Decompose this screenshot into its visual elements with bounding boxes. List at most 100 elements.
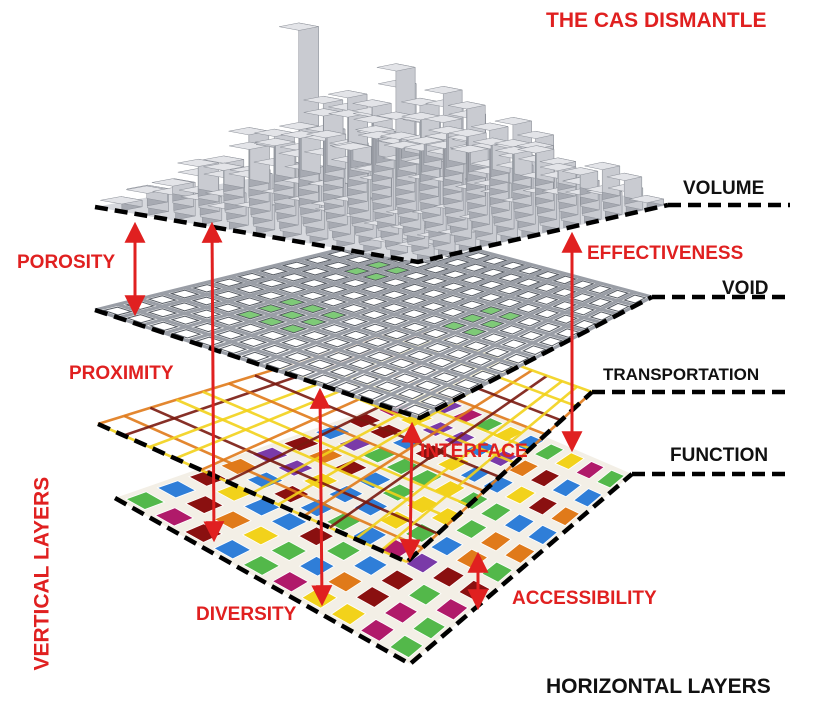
void-cell bbox=[428, 357, 455, 368]
void-cell bbox=[401, 322, 429, 332]
void-green-cell bbox=[257, 317, 286, 327]
void-cell bbox=[281, 337, 310, 348]
function-block bbox=[271, 571, 310, 593]
layer-label-transportation: TRANSPORTATION bbox=[603, 365, 760, 384]
void-grid-line bbox=[280, 267, 549, 374]
void-cell bbox=[466, 355, 493, 366]
void-grid-line bbox=[349, 281, 601, 397]
function-block bbox=[154, 507, 195, 527]
plane-edge bbox=[97, 390, 594, 565]
void-cell bbox=[499, 325, 525, 335]
void-cell bbox=[533, 283, 559, 292]
function-block bbox=[241, 525, 280, 546]
void-cell bbox=[461, 263, 488, 272]
void-cell bbox=[421, 277, 448, 286]
void-cell bbox=[264, 359, 293, 370]
void-cell bbox=[169, 302, 200, 312]
function-block bbox=[407, 583, 442, 606]
void-cell bbox=[259, 267, 289, 276]
void-cell bbox=[310, 374, 339, 385]
function-block bbox=[327, 571, 363, 593]
void-grid-line bbox=[319, 252, 587, 334]
void-cell bbox=[298, 291, 328, 301]
function-block bbox=[359, 618, 396, 642]
function-block bbox=[481, 475, 515, 494]
building-roof bbox=[450, 144, 489, 153]
void-cell bbox=[481, 333, 507, 343]
void-cell bbox=[357, 389, 385, 400]
void-cell bbox=[325, 352, 354, 362]
void-cell bbox=[424, 342, 452, 353]
building-roof bbox=[352, 99, 392, 108]
void-cell bbox=[454, 379, 481, 390]
void-cell bbox=[236, 272, 267, 282]
function-block bbox=[573, 488, 603, 508]
function-block bbox=[251, 446, 290, 464]
function-block bbox=[246, 471, 285, 490]
void-cell bbox=[326, 250, 355, 259]
layer-label-function: FUNCTION bbox=[670, 445, 769, 466]
void-green-cell bbox=[479, 319, 505, 329]
function-block bbox=[596, 469, 626, 489]
layer-label-volume: VOLUME bbox=[683, 178, 765, 199]
void-cell bbox=[439, 294, 466, 304]
void-cell bbox=[218, 344, 248, 354]
void-grid-line bbox=[396, 290, 636, 412]
void-green-cell bbox=[256, 304, 286, 313]
void-cell bbox=[147, 308, 178, 318]
void-cell bbox=[504, 353, 530, 364]
building-roof bbox=[254, 138, 295, 147]
function-block bbox=[270, 512, 308, 532]
building-roof bbox=[376, 63, 416, 72]
void-grid-line bbox=[274, 263, 554, 351]
void-cell bbox=[360, 310, 388, 320]
void-green-cell bbox=[497, 311, 523, 321]
void-cell bbox=[380, 303, 408, 313]
void-cell bbox=[366, 351, 394, 362]
void-green-cell bbox=[277, 297, 307, 307]
void-cell bbox=[321, 273, 350, 282]
void-cell bbox=[420, 302, 447, 312]
void-cell bbox=[422, 265, 450, 274]
void-cell bbox=[333, 381, 362, 393]
building-roof bbox=[494, 117, 532, 125]
void-cell bbox=[589, 311, 614, 321]
void-cell bbox=[329, 366, 357, 377]
function-block bbox=[554, 452, 585, 470]
plane-edge bbox=[113, 472, 634, 667]
function-block bbox=[479, 531, 512, 552]
diversity-arrow bbox=[309, 387, 333, 607]
function-block bbox=[430, 536, 464, 557]
void-cell bbox=[422, 328, 449, 339]
void-cell bbox=[171, 329, 202, 339]
function-block bbox=[512, 434, 545, 452]
void-cell bbox=[304, 255, 333, 264]
function-block bbox=[481, 561, 514, 583]
void-cell bbox=[234, 297, 265, 307]
function-block bbox=[330, 603, 367, 626]
void-cell bbox=[458, 300, 485, 310]
function-block bbox=[527, 524, 559, 545]
building-roof bbox=[279, 22, 319, 31]
void-cell bbox=[322, 337, 351, 348]
void-cell bbox=[236, 323, 266, 334]
function-block bbox=[125, 491, 166, 510]
void-cell bbox=[533, 295, 559, 305]
relation-label-interface: INTERFACE bbox=[420, 441, 528, 462]
void-cell bbox=[345, 255, 374, 264]
void-cell bbox=[588, 297, 613, 308]
void-cell bbox=[279, 273, 309, 282]
void-cell bbox=[385, 343, 413, 354]
void-cell bbox=[397, 388, 425, 400]
void-grid-line bbox=[326, 276, 584, 389]
void-green-cell bbox=[298, 304, 327, 314]
void-cell bbox=[256, 291, 286, 300]
void-cell bbox=[374, 381, 402, 392]
void-cell bbox=[432, 372, 459, 383]
building-roof bbox=[177, 158, 219, 167]
void-cell bbox=[381, 316, 409, 326]
diagram-title: THE CAS DISMANTLE bbox=[546, 9, 767, 32]
void-cell bbox=[488, 362, 514, 373]
vertical-layers-caption: VERTICAL LAYERS bbox=[30, 476, 54, 671]
building-roof bbox=[629, 195, 664, 204]
